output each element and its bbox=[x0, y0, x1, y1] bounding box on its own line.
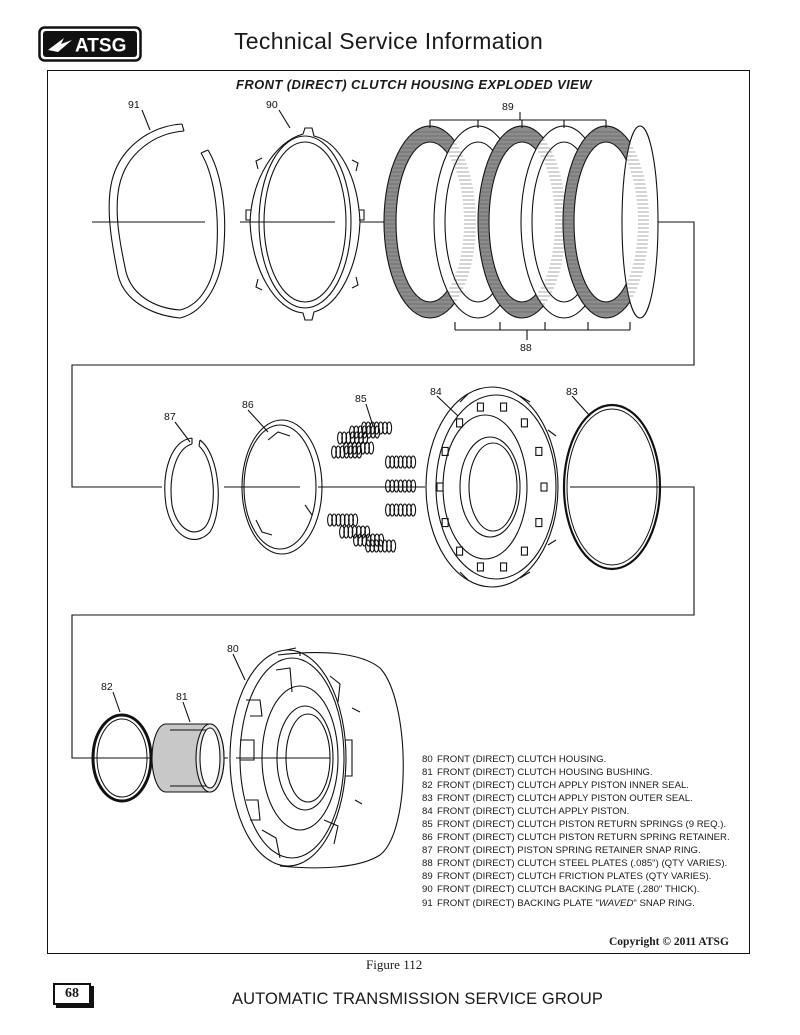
housing-bushing bbox=[151, 723, 225, 793]
steel-plate-3 bbox=[621, 125, 659, 319]
callout-89: 89 bbox=[502, 101, 514, 113]
return-spring bbox=[385, 503, 417, 517]
bracket-88 bbox=[454, 322, 631, 340]
piston-pocket bbox=[535, 446, 543, 456]
logo-arrow-icon bbox=[48, 38, 72, 52]
callout-86: 86 bbox=[242, 399, 254, 411]
apply-piston bbox=[425, 386, 559, 588]
callout-87: 87 bbox=[164, 411, 176, 423]
callout-84: 84 bbox=[430, 386, 442, 398]
piston-pocket bbox=[520, 418, 528, 428]
callout-88: 88 bbox=[520, 342, 532, 354]
atsg-logo: ATSG bbox=[38, 26, 142, 62]
piston-pocket bbox=[441, 518, 449, 528]
diagram-title: FRONT (DIRECT) CLUTCH HOUSING EXPLODED V… bbox=[236, 77, 592, 92]
piston-pocket bbox=[500, 562, 508, 572]
piston-pocket bbox=[436, 482, 444, 492]
piston-pocket bbox=[535, 518, 543, 528]
copyright-notice: Copyright © 2011 ATSG bbox=[609, 936, 729, 948]
friction-texture bbox=[563, 131, 649, 313]
page-number: 68 bbox=[53, 983, 91, 1005]
friction-texture bbox=[384, 131, 476, 313]
callout-82: 82 bbox=[101, 681, 113, 693]
waved-snap-ring bbox=[108, 123, 226, 319]
footer-title: AUTOMATIC TRANSMISSION SERVICE GROUP bbox=[232, 990, 603, 1008]
return-spring bbox=[361, 421, 393, 435]
piston-pocket bbox=[520, 546, 528, 556]
piston-pocket bbox=[476, 402, 484, 412]
piston-pocket bbox=[540, 482, 548, 492]
outer-seal bbox=[562, 403, 662, 571]
piston-pocket bbox=[476, 562, 484, 572]
piston-pocket bbox=[441, 446, 449, 456]
return-spring bbox=[339, 525, 371, 539]
piston-pocket bbox=[456, 546, 464, 556]
callout-80: 80 bbox=[227, 643, 239, 655]
page-header-title: Technical Service Information bbox=[234, 28, 544, 54]
return-spring bbox=[385, 455, 417, 469]
callout-90: 90 bbox=[266, 99, 278, 111]
return-spring bbox=[365, 539, 397, 553]
leader-lines bbox=[112, 109, 591, 723]
figure-caption: Figure 112 bbox=[366, 957, 423, 972]
return-spring bbox=[343, 441, 375, 455]
spring-retainer bbox=[241, 419, 323, 555]
clutch-housing bbox=[229, 647, 404, 869]
callout-81: 81 bbox=[176, 691, 188, 703]
callout-83: 83 bbox=[566, 386, 578, 398]
piston-pocket bbox=[500, 402, 508, 412]
inner-seal bbox=[91, 713, 153, 803]
flow-line-row1 bbox=[71, 221, 695, 759]
callout-85: 85 bbox=[355, 393, 367, 405]
callout-91: 91 bbox=[128, 99, 140, 111]
logo-text: ATSG bbox=[75, 36, 126, 57]
spring-retainer-snap-ring bbox=[164, 437, 219, 540]
diagram-frame bbox=[47, 70, 750, 954]
piston-pocket bbox=[456, 418, 464, 428]
return-spring bbox=[385, 479, 417, 493]
backing-plate bbox=[245, 127, 365, 321]
clutch-pack bbox=[383, 112, 659, 340]
bracket-89 bbox=[429, 112, 607, 128]
return-spring bbox=[327, 513, 359, 527]
